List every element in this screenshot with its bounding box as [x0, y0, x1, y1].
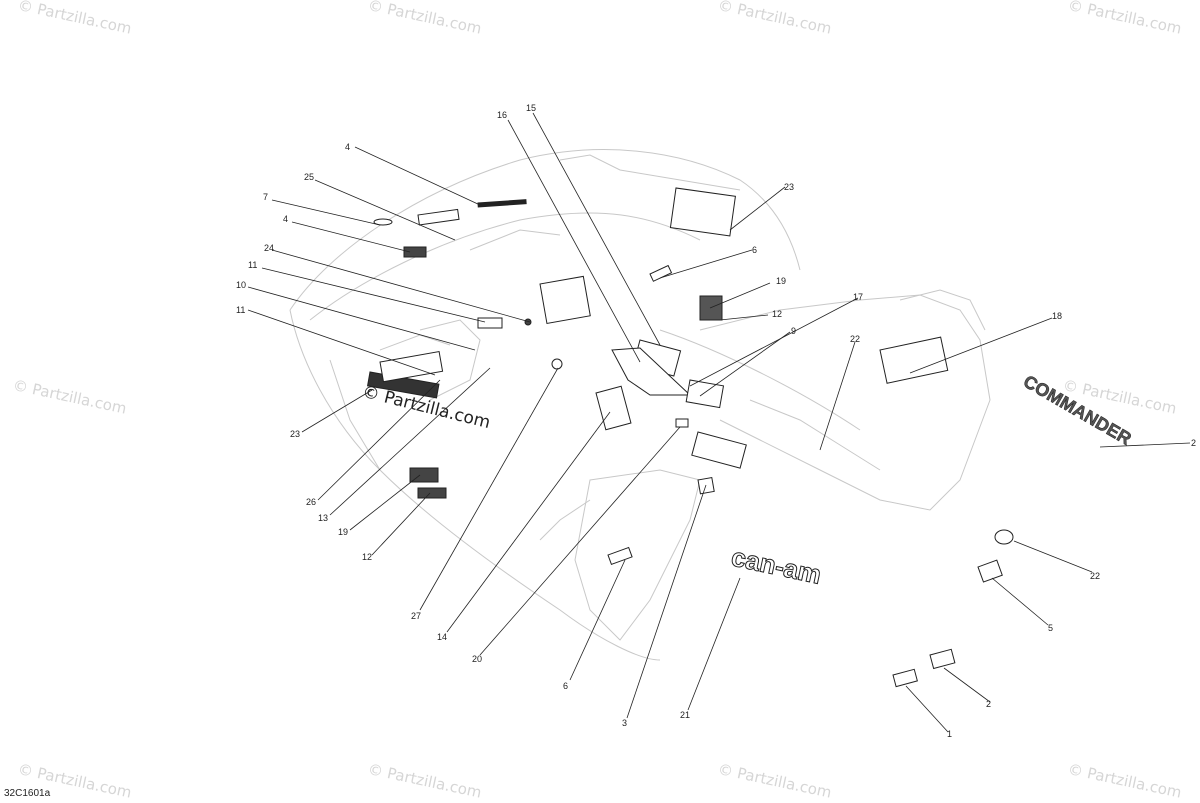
callout-15: 15: [526, 103, 536, 113]
decal-7: [373, 218, 393, 226]
leader-lines: [247, 112, 1191, 733]
callout-12: 12: [772, 309, 782, 319]
decal-1: [892, 668, 918, 688]
callout-17: 17: [853, 292, 863, 302]
callout-labels: 16 15 4 25 7 4 24 11 10 11 23 26 13 19 1…: [236, 103, 1196, 739]
diagram-code: 32C1601a: [4, 788, 51, 799]
decal-22-round: [994, 529, 1014, 545]
callout-3: 3: [622, 718, 627, 728]
callout-11: 11: [248, 260, 257, 270]
logo-decals: can-am COMMANDER: [728, 371, 1135, 590]
bolt-icon: [551, 358, 563, 370]
callout-6: 6: [563, 681, 568, 691]
decal-9: [685, 379, 725, 409]
decal-23-top: [669, 187, 736, 237]
decal-12-left: [417, 487, 447, 499]
decal-18: [879, 336, 949, 384]
decal-14: [675, 418, 689, 428]
callout-5: 5: [1048, 623, 1053, 633]
callout-22: 22: [1090, 571, 1100, 581]
callout-16: 16: [497, 110, 507, 120]
callout-27: 27: [411, 611, 421, 621]
decal-16: [611, 347, 692, 396]
body-outline: [289, 149, 991, 661]
callout-4: 4: [345, 142, 350, 152]
decal-4-left: [403, 246, 427, 258]
callout-1: 1: [947, 729, 952, 739]
commander-decal: COMMANDER: [1020, 371, 1135, 449]
decal-20: [691, 431, 747, 469]
callout-23: 23: [784, 182, 794, 192]
callout-12: 12: [362, 552, 372, 562]
decal-6-top: [649, 264, 673, 282]
callout-14: 14: [437, 632, 447, 642]
callout-2: 2: [1191, 438, 1196, 448]
decal-5: [977, 559, 1003, 583]
callout-19: 19: [338, 527, 348, 537]
callout-18: 18: [1052, 311, 1062, 321]
callout-6: 6: [752, 245, 757, 255]
decal-19-left: [409, 467, 439, 483]
callout-2: 2: [986, 699, 991, 709]
decal-4-top: [477, 199, 527, 208]
callout-9: 9: [791, 326, 796, 336]
decal-6-bottom: [607, 546, 633, 566]
callout-26: 26: [306, 497, 316, 507]
callout-25: 25: [304, 172, 314, 182]
callout-23: 23: [290, 429, 300, 439]
callout-4: 4: [283, 214, 288, 224]
decal-parts: [366, 187, 1014, 688]
callout-10: 10: [236, 280, 246, 290]
callout-22: 22: [850, 334, 860, 344]
callout-19: 19: [776, 276, 786, 286]
callout-20: 20: [472, 654, 482, 664]
callout-7: 7: [263, 192, 268, 202]
decal-25: [417, 208, 460, 226]
bolt-icon: [524, 318, 532, 326]
callout-21: 21: [680, 710, 690, 720]
decal-11: [477, 317, 503, 329]
decal-2-bottom: [929, 648, 956, 670]
callout-24: 24: [264, 243, 274, 253]
decal-24: [539, 275, 591, 324]
can-am-decal: can-am: [729, 542, 824, 590]
callout-11: 11: [236, 305, 245, 315]
callout-13: 13: [318, 513, 328, 523]
